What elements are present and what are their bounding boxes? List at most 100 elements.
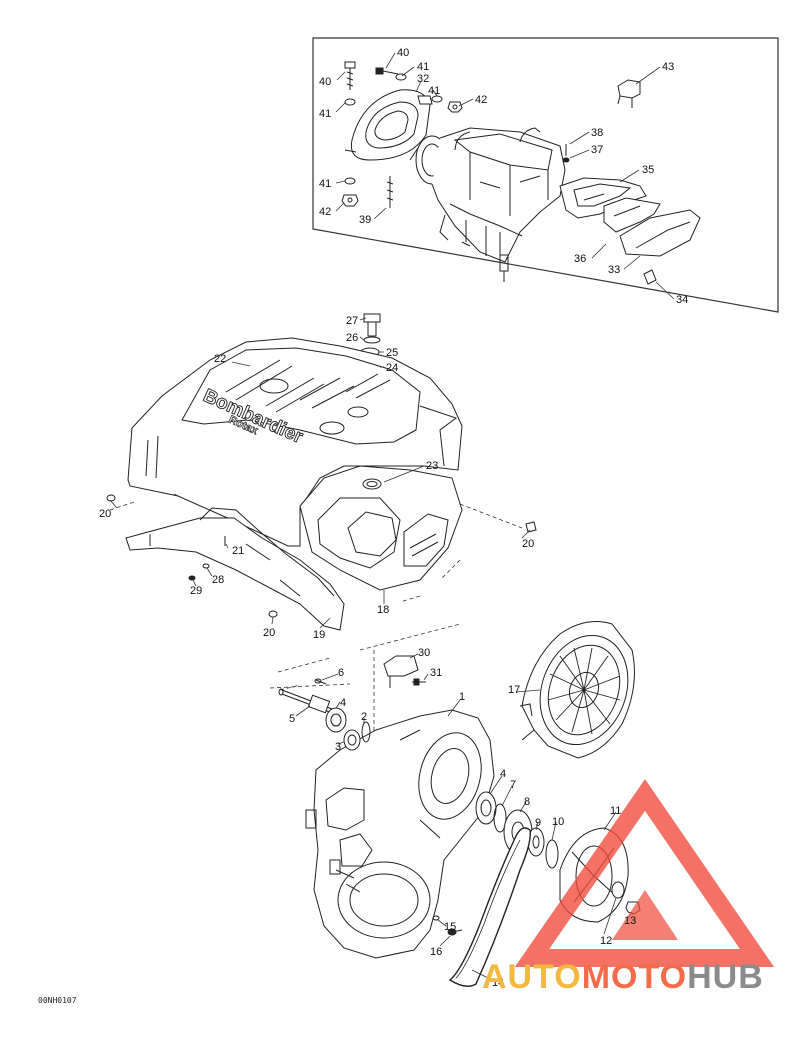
label-37: 37 (591, 144, 603, 156)
sheave-10 (545, 839, 559, 869)
washer-28 (202, 563, 210, 569)
label-4-left: 4 (340, 697, 346, 709)
label-21: 21 (232, 545, 244, 557)
label-43: 43 (662, 61, 674, 73)
fan-17 (519, 621, 635, 759)
label-1: 1 (459, 691, 465, 703)
clip-34 (643, 269, 657, 285)
washer-41-upper (344, 98, 356, 106)
label-19: 19 (313, 629, 325, 641)
label-20-bottom: 20 (263, 627, 275, 639)
watermark-triangle (514, 779, 775, 967)
label-39: 39 (359, 214, 371, 226)
screw-16 (447, 928, 463, 936)
intake-funnel-32 (344, 89, 433, 161)
cover-leaders (109, 317, 531, 629)
watermark-text-part3: HUB (687, 958, 764, 996)
nut-42-left (341, 194, 359, 207)
label-17: 17 (508, 684, 520, 696)
watermark-text: AUTOMOTOHUB (482, 958, 764, 997)
bracket-30 (383, 655, 419, 688)
air-intake-frame (312, 37, 779, 313)
washer-12 (611, 881, 625, 899)
screw-20-bottom (268, 610, 278, 618)
cover-plate-36 (603, 197, 661, 233)
seal-7 (493, 803, 507, 833)
label-38: 38 (591, 127, 603, 139)
drawing-code: 00NH0107 (38, 996, 77, 1005)
screw-31 (412, 678, 426, 686)
label-5: 5 (289, 713, 295, 725)
pin-6 (314, 678, 327, 685)
screw-20-right (525, 521, 537, 533)
label-24: 24 (386, 362, 398, 374)
washer-26 (363, 336, 381, 344)
air-intake-leaders (335, 52, 675, 300)
screw-27 (363, 313, 381, 337)
label-8: 8 (524, 796, 530, 808)
label-41-b: 41 (428, 85, 440, 97)
watermark-logo (514, 779, 775, 967)
screw-39 (386, 176, 394, 208)
cover-group: Bombardier Rotax (106, 313, 537, 760)
label-10: 10 (552, 816, 564, 828)
label-7: 7 (510, 779, 516, 791)
label-3: 3 (335, 741, 341, 753)
label-18: 18 (377, 604, 389, 616)
engine-cover-22 (127, 337, 463, 547)
deflector-33 (619, 209, 701, 257)
screw-20-left (106, 494, 116, 502)
label-2: 2 (361, 711, 367, 723)
label-33: 33 (608, 264, 620, 276)
seal-3 (343, 729, 361, 751)
air-intake-group (312, 37, 779, 313)
nut-42-right (447, 101, 463, 113)
ring-2 (361, 721, 371, 743)
screw-15 (432, 915, 440, 921)
label-42-b: 42 (319, 206, 331, 218)
label-6: 6 (338, 667, 344, 679)
label-29: 29 (190, 585, 202, 597)
bearing-4-right (475, 791, 497, 825)
label-23: 23 (426, 460, 438, 472)
label-25: 25 (386, 347, 398, 359)
label-34: 34 (676, 294, 688, 306)
label-41-c: 41 (319, 108, 331, 120)
label-40-top: 40 (397, 47, 409, 59)
bracket-35 (559, 177, 647, 219)
watermark-text-part2: MOTO (581, 958, 688, 996)
bracket-43 (617, 79, 641, 108)
label-12: 12 (600, 935, 612, 947)
label-26: 26 (346, 332, 358, 344)
label-4-right: 4 (500, 768, 506, 780)
label-9: 9 (535, 817, 541, 829)
watermark-text-part1: AUTO (482, 958, 582, 996)
label-28: 28 (212, 574, 224, 586)
screw-38 (562, 144, 570, 163)
screw-29 (188, 575, 196, 581)
belt-14 (448, 827, 531, 987)
label-16: 16 (430, 946, 442, 958)
label-14: 14 (492, 977, 504, 989)
label-31: 31 (430, 667, 442, 679)
label-22: 22 (214, 353, 226, 365)
label-35: 35 (642, 164, 654, 176)
washer-41-lower (344, 177, 356, 185)
label-42-a: 42 (475, 94, 487, 106)
duct-19 (125, 507, 345, 631)
label-36: 36 (574, 253, 586, 265)
label-41-a: 41 (417, 61, 429, 73)
label-30: 30 (418, 647, 430, 659)
part-labels: 40 40 41 32 41 42 41 41 42 39 38 37 35 4… (99, 47, 688, 989)
label-40-left: 40 (319, 76, 331, 88)
watermark-inner (612, 890, 678, 940)
label-20-left: 20 (99, 508, 111, 520)
drive-group (278, 621, 641, 987)
label-13: 13 (624, 915, 636, 927)
air-silencer-housing (415, 127, 566, 282)
label-32: 32 (417, 73, 429, 85)
bolt-40-top (375, 67, 407, 81)
bearing-4-left (325, 707, 347, 733)
drive-housing-1 (305, 709, 495, 959)
